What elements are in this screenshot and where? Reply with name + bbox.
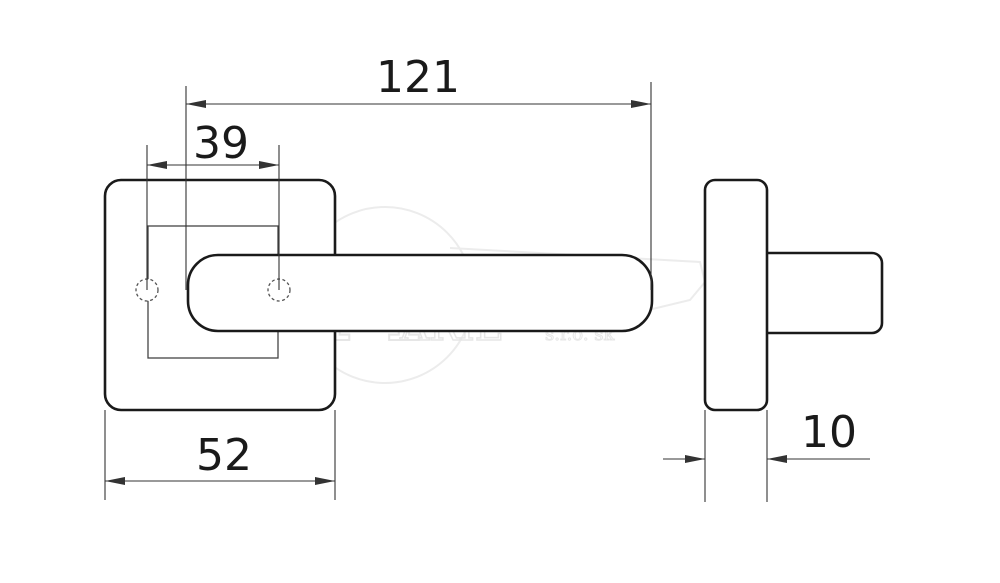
front-view — [103, 178, 654, 412]
dimension-label: 39 — [193, 118, 249, 169]
lever-handle — [186, 253, 654, 333]
dimension-rose-width: 52 — [104, 410, 336, 500]
dimension-total-length: 121 — [185, 52, 652, 290]
side-rose-plate — [703, 178, 769, 412]
dimension-label: 10 — [801, 407, 857, 458]
dimension-screw-spacing: 39 — [146, 118, 280, 290]
dimension-label: 52 — [196, 430, 252, 481]
dimension-label: 121 — [376, 52, 460, 103]
dimension-rose-thickness: 10 — [663, 407, 870, 502]
side-view — [703, 178, 884, 412]
side-lever-stub — [755, 251, 884, 335]
